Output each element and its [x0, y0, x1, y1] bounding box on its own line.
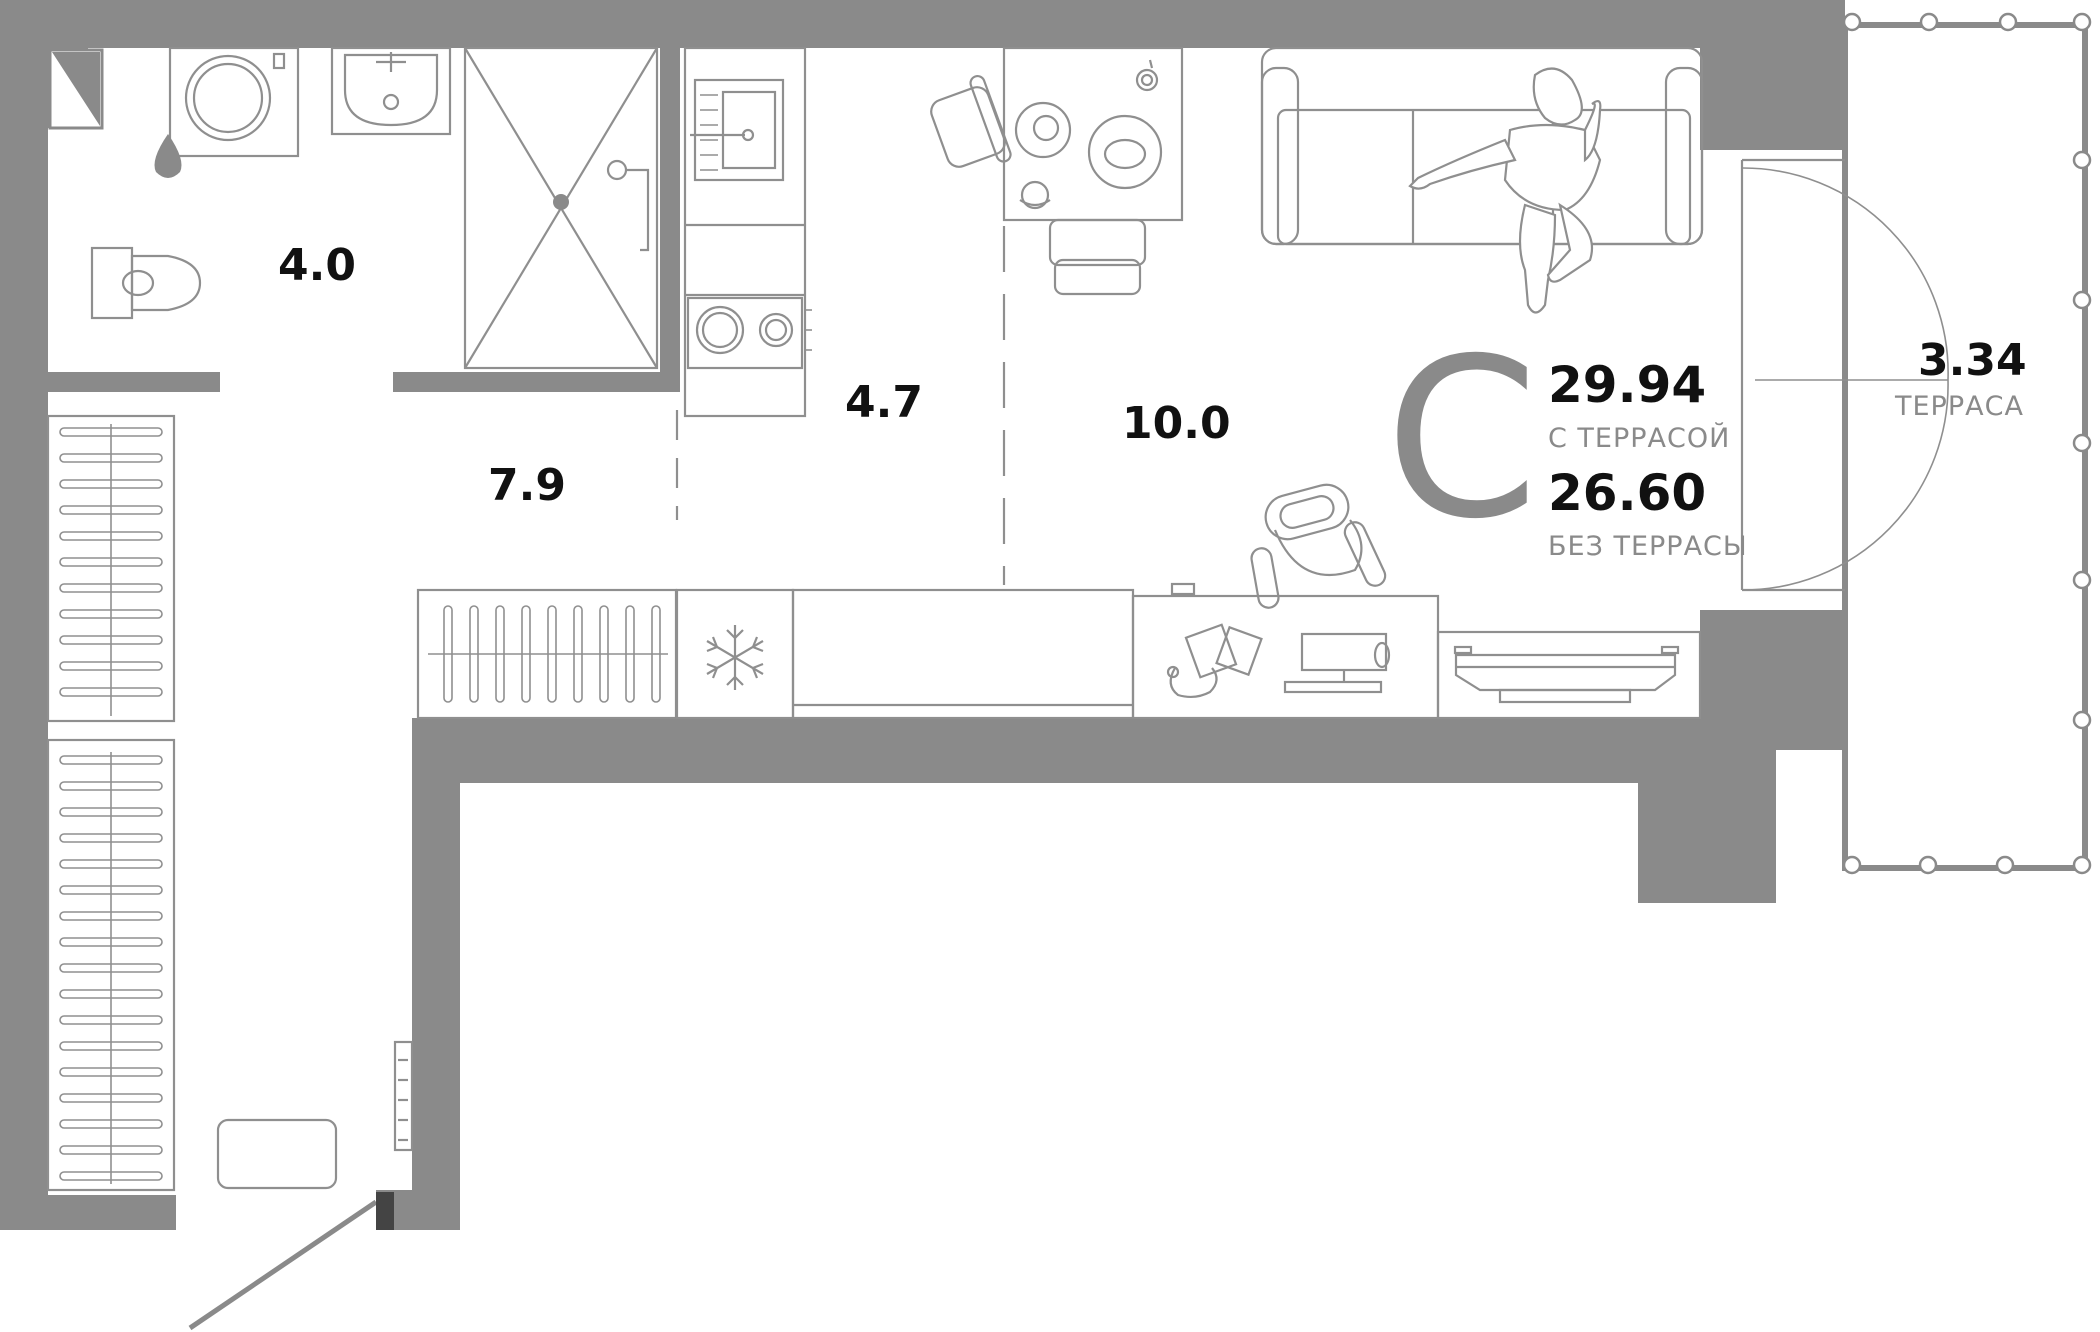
terrace-area: 3.34	[1918, 335, 2027, 386]
with-terrace-label: С ТЕРРАСОЙ	[1548, 422, 1730, 454]
sofa-icon	[1260, 46, 1704, 246]
wall-left	[0, 0, 48, 1230]
railing-post	[1842, 12, 1862, 32]
kitchen-cabinet	[791, 588, 1135, 720]
wardrobe-upper	[46, 414, 176, 723]
terrace-label: ТЕРРАСА	[1894, 391, 2024, 422]
shaft-icon	[48, 48, 104, 130]
railing-post	[2072, 570, 2092, 590]
drain-icon	[154, 134, 182, 178]
area-without-terrace: 26.60	[1548, 464, 1706, 522]
wall-shower-partition	[393, 372, 675, 392]
wall-right-lower	[1700, 610, 1845, 750]
tv-icon	[1436, 630, 1702, 720]
railing-post	[2072, 150, 2092, 170]
washing-machine-icon	[168, 46, 300, 158]
railing-post	[1919, 12, 1939, 32]
walls	[0, 0, 1845, 1230]
computer-icon	[1166, 623, 1263, 699]
chair-icon	[1048, 218, 1147, 296]
wall-right-upper	[1700, 0, 1845, 150]
shower-icon	[463, 46, 659, 370]
desk-icon[interactable]	[1131, 582, 1440, 720]
railing-post	[1998, 12, 2018, 32]
terrace	[1842, 12, 2092, 875]
snowflake-icon	[706, 625, 764, 690]
door-mat	[216, 1118, 338, 1190]
wardrobe-rails	[59, 752, 163, 1184]
entry-door[interactable]	[188, 1192, 394, 1331]
area-with-terrace: 29.94	[1548, 356, 1706, 414]
hallway-area: 7.9	[488, 460, 566, 511]
railing-post	[1918, 855, 1938, 875]
sink-icon	[330, 46, 452, 136]
wall-top	[0, 0, 1845, 48]
wardrobe-lower	[46, 738, 176, 1192]
railing-post	[2072, 710, 2092, 730]
wall-bottom	[412, 718, 1708, 783]
wall-corridor-right	[412, 718, 460, 1230]
railing-post	[2072, 12, 2092, 32]
bathroom-area: 4.0	[278, 240, 356, 291]
radiator-icon	[393, 1040, 414, 1152]
without-terrace-label: БЕЗ ТЕРРАСЫ	[1548, 531, 1748, 562]
office-chair-icon	[1250, 483, 1387, 609]
wardrobe-rails	[59, 424, 163, 716]
chair-icon	[930, 74, 1012, 168]
railing-post	[2072, 433, 2092, 453]
stove-icon	[686, 296, 812, 370]
railing-post	[1842, 855, 1862, 875]
wardrobe-bottom	[416, 588, 678, 720]
kitchen-counter	[683, 46, 807, 418]
wardrobe-rails	[428, 605, 668, 703]
kitchen-area: 4.7	[845, 377, 923, 428]
dining-table-icon	[1002, 46, 1184, 222]
toilet-icon	[90, 246, 202, 320]
wall-left-lower	[48, 1195, 176, 1230]
kitchen-sink-icon	[690, 78, 785, 182]
person-icon	[1408, 67, 1602, 314]
fridge	[675, 588, 795, 720]
railing-post	[2072, 855, 2092, 875]
terrace-door[interactable]	[1740, 158, 1949, 592]
wall-bath-kitchen	[660, 48, 680, 392]
railing-post	[2072, 290, 2092, 310]
apartment-type-letter: С	[1385, 311, 1539, 567]
railing-posts	[1842, 12, 2092, 875]
living-area: 10.0	[1122, 398, 1231, 449]
railing-post	[1995, 855, 2015, 875]
wall-bath-partition	[48, 372, 220, 392]
